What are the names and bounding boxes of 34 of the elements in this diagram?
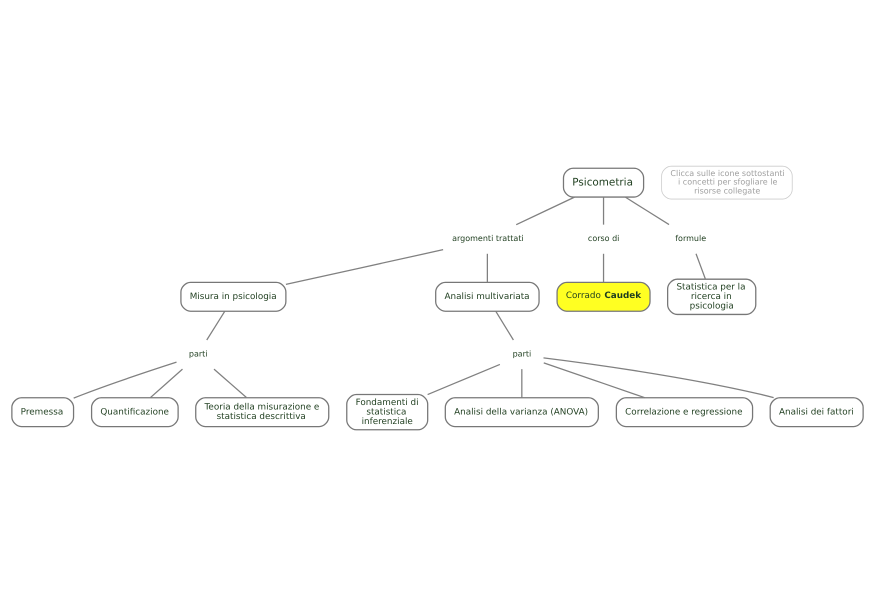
connector xyxy=(486,253,488,282)
node-text: corso di xyxy=(588,234,620,243)
node-box: Analisi multivariata xyxy=(435,281,540,312)
connector xyxy=(427,363,500,395)
connector xyxy=(544,362,646,398)
connector xyxy=(516,196,575,225)
connector xyxy=(286,248,444,285)
connector xyxy=(206,310,226,340)
node-box: Clicca sulle icone sottostanti i concetti per sfogliare le risorse collegate xyxy=(661,165,793,199)
node-text: formule xyxy=(675,234,706,243)
node-text: parti xyxy=(188,348,208,358)
connector xyxy=(521,368,522,398)
node-box: Quantificazione xyxy=(90,396,179,427)
connector xyxy=(543,356,774,398)
node-box: Premessa xyxy=(11,396,74,427)
connector xyxy=(695,253,706,279)
node-box: Teoria della misurazione e statistica descrittiva xyxy=(195,396,330,427)
node-box: Corrado Caudek xyxy=(556,281,651,312)
node-box: Analisi della varianza (ANOVA) xyxy=(444,396,599,427)
connector xyxy=(495,310,514,340)
connector xyxy=(625,196,670,225)
connector xyxy=(150,368,183,398)
node-box: Statistica per la ricerca in psicologia xyxy=(667,278,756,315)
node-box: Misura in psicologia xyxy=(180,281,287,312)
node-box: Psicometria xyxy=(562,167,644,198)
connector xyxy=(602,253,604,282)
node-box: Analisi dei fattori xyxy=(770,396,864,427)
connector xyxy=(602,196,604,224)
connector xyxy=(214,368,247,398)
node-text: parti xyxy=(512,348,532,358)
connector xyxy=(73,361,177,398)
node-box: Correlazione e regressione xyxy=(616,396,754,427)
node-text: argomenti trattati xyxy=(452,234,524,243)
node-box: Fondamenti di statistica inferenziale xyxy=(346,393,428,430)
